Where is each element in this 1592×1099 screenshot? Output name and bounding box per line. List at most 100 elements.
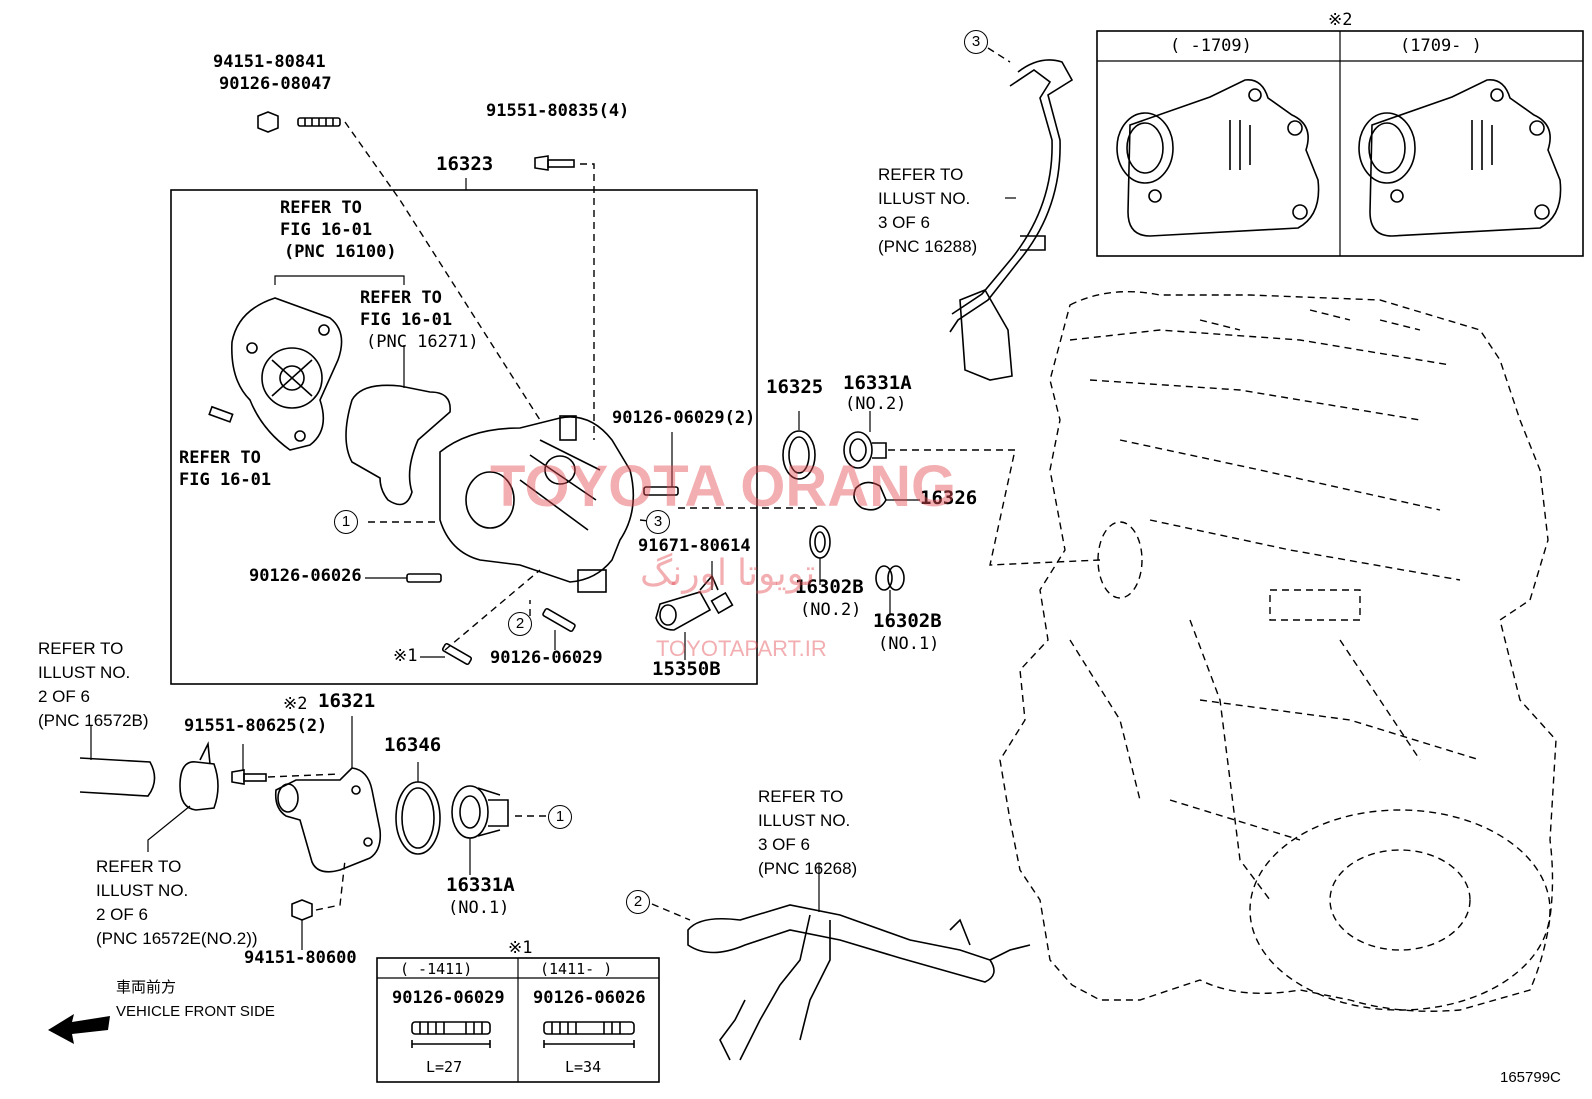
ref-pump-line2: FIG 16-01 [280,220,373,240]
engine-drawing [999,291,1557,1012]
bolt-91551-80835 [534,155,575,171]
stud-90126-06029-2 [643,486,679,496]
label-90126-06026: 90126-06026 [249,566,362,586]
label-16325: 16325 [766,376,824,398]
oring-16302b-no1 [875,565,905,591]
ref-hose-left2-line3: 2 OF 6 [96,905,148,924]
callout-2-pipe: 2 [626,890,650,914]
thermostat-16331a-no1 [451,785,509,839]
housing-16321-drawing [274,767,382,873]
housing-drawing-1 [1116,79,1320,237]
ref-bolt-line1: REFER TO [179,448,261,468]
callout-2-pump: 2 [508,612,532,636]
label-16346: 16346 [384,734,442,756]
table1-col2-length: L=34 [565,1058,602,1076]
label-x1-note: ※1 [393,646,418,666]
table1-col1-length: L=27 [426,1058,463,1076]
ref-gasket-line3: (PNC 16271) [366,332,479,352]
ref-hose-left-line4: (PNC 16572B) [38,711,149,730]
ref-pump-line1: REFER TO [280,198,362,218]
label-16331a-top: 16331A [843,372,912,394]
ref-pipe2-line2: ILLUST NO. [758,811,851,830]
stud-90126-06029 [542,607,576,633]
table2-col1-header: ( -1709) [1170,36,1252,56]
label-16302b-no2-sub: (NO.2) [800,600,862,620]
label-16323: 16323 [436,153,494,175]
watermark-url: TOYOTAPART.IR [656,636,827,661]
table1-col1-part: 90126-06029 [392,988,505,1008]
ref-hose-left2-line1: REFER TO [96,857,182,876]
label-94151-80841: 94151-80841 [213,52,326,72]
label-16321-mark: ※2 [283,694,308,714]
stud-l27-drawing [411,1021,491,1048]
label-90126-06029: 90126-06029 [490,648,603,668]
ref-hose-left2-line4: (PNC 16572E(NO.2)) [96,929,258,948]
water-pump-drawing [231,297,343,451]
table1-mark: ※1 [508,938,533,958]
table1-col2-part: 90126-06026 [533,988,646,1008]
ref-pipe3-line2: ILLUST NO. [878,189,971,208]
nut-94151-80600 [291,899,313,921]
label-16321: 16321 [318,690,376,712]
label-16302b-no1-sub: (NO.1) [878,634,940,654]
ref-gasket-line1: REFER TO [360,288,442,308]
direction-jp: 車両前方 [116,979,177,996]
gasket-16325 [782,430,816,480]
nut-94151-80841 [257,111,279,133]
hose-16572e [179,741,219,811]
label-90126-08047: 90126-08047 [219,74,332,94]
label-90126-06029-2: 90126-06029(2) [612,408,756,428]
ref-hose-left2-line2: ILLUST NO. [96,881,189,900]
ref-hose-left-line3: 2 OF 6 [38,687,90,706]
thermostat-16331a-no2 [843,431,887,469]
label-16302b-no2: 16302B [795,576,864,598]
label-16302b-no1: 16302B [873,610,942,632]
callout-1-pump: 1 [334,510,358,534]
label-16331a-top-sub: (NO.2) [845,394,907,414]
table2-col2-header: (1709- ) [1400,36,1482,56]
bolt-91551-80625 [231,769,267,785]
callout-3-pump: 3 [646,510,670,534]
figure-code: 165799C [1500,1069,1561,1086]
direction-en: VEHICLE FRONT SIDE [116,1003,275,1020]
table1-col2-header: (1411- ) [540,960,613,978]
stud-90126-06026 [406,573,442,583]
bolt-91671-80614 [710,591,734,615]
ref-pipe3-line3: 3 OF 6 [878,213,930,232]
label-94151-80600: 94151-80600 [244,948,357,968]
pipe-2-drawing [687,904,1031,1061]
hose-16572b [79,757,156,797]
ref-pipe3-line4: (PNC 16288) [878,237,978,256]
table2-mark: ※2 [1328,10,1353,30]
ref-pipe2-line3: 3 OF 6 [758,835,810,854]
inlet-housing-drawing [439,415,635,593]
label-91551-80835: 91551-80835(4) [486,101,630,121]
gasket-16326 [853,481,887,511]
table1-col1-header: ( -1411) [400,960,473,978]
gasket-16346 [395,781,441,855]
stud-90126-08047 [297,117,341,127]
label-91671-80614: 91671-80614 [638,536,751,556]
callout-3-pipe: 3 [964,30,988,54]
label-16331a-bottom: 16331A [446,874,515,896]
ref-hose-left-line2: ILLUST NO. [38,663,131,682]
pipe-3-drawing [949,59,1074,333]
ref-pipe2-line4: (PNC 16268) [758,859,858,878]
ref-pump-line3: (PNC 16100) [284,242,397,262]
label-16326: 16326 [920,487,978,509]
ref-bolt-line2: FIG 16-01 [179,470,272,490]
ref-hose-left-line1: REFER TO [38,639,124,658]
watermark-persian: تویوتا اورنگ [640,552,816,593]
bolt-refer [208,405,234,423]
gasket-drawing [345,384,451,506]
watermark-brand: TOYOTA ORANG [490,454,957,519]
stud-x1 [441,642,473,666]
label-91551-80625: 91551-80625(2) [184,716,328,736]
assembly-frame [170,189,758,685]
front-arrow [48,1014,110,1044]
label-16331a-bottom-sub: (NO.1) [448,898,510,918]
ref-gasket-line2: FIG 16-01 [360,310,453,330]
housing-drawing-2 [1358,79,1562,237]
